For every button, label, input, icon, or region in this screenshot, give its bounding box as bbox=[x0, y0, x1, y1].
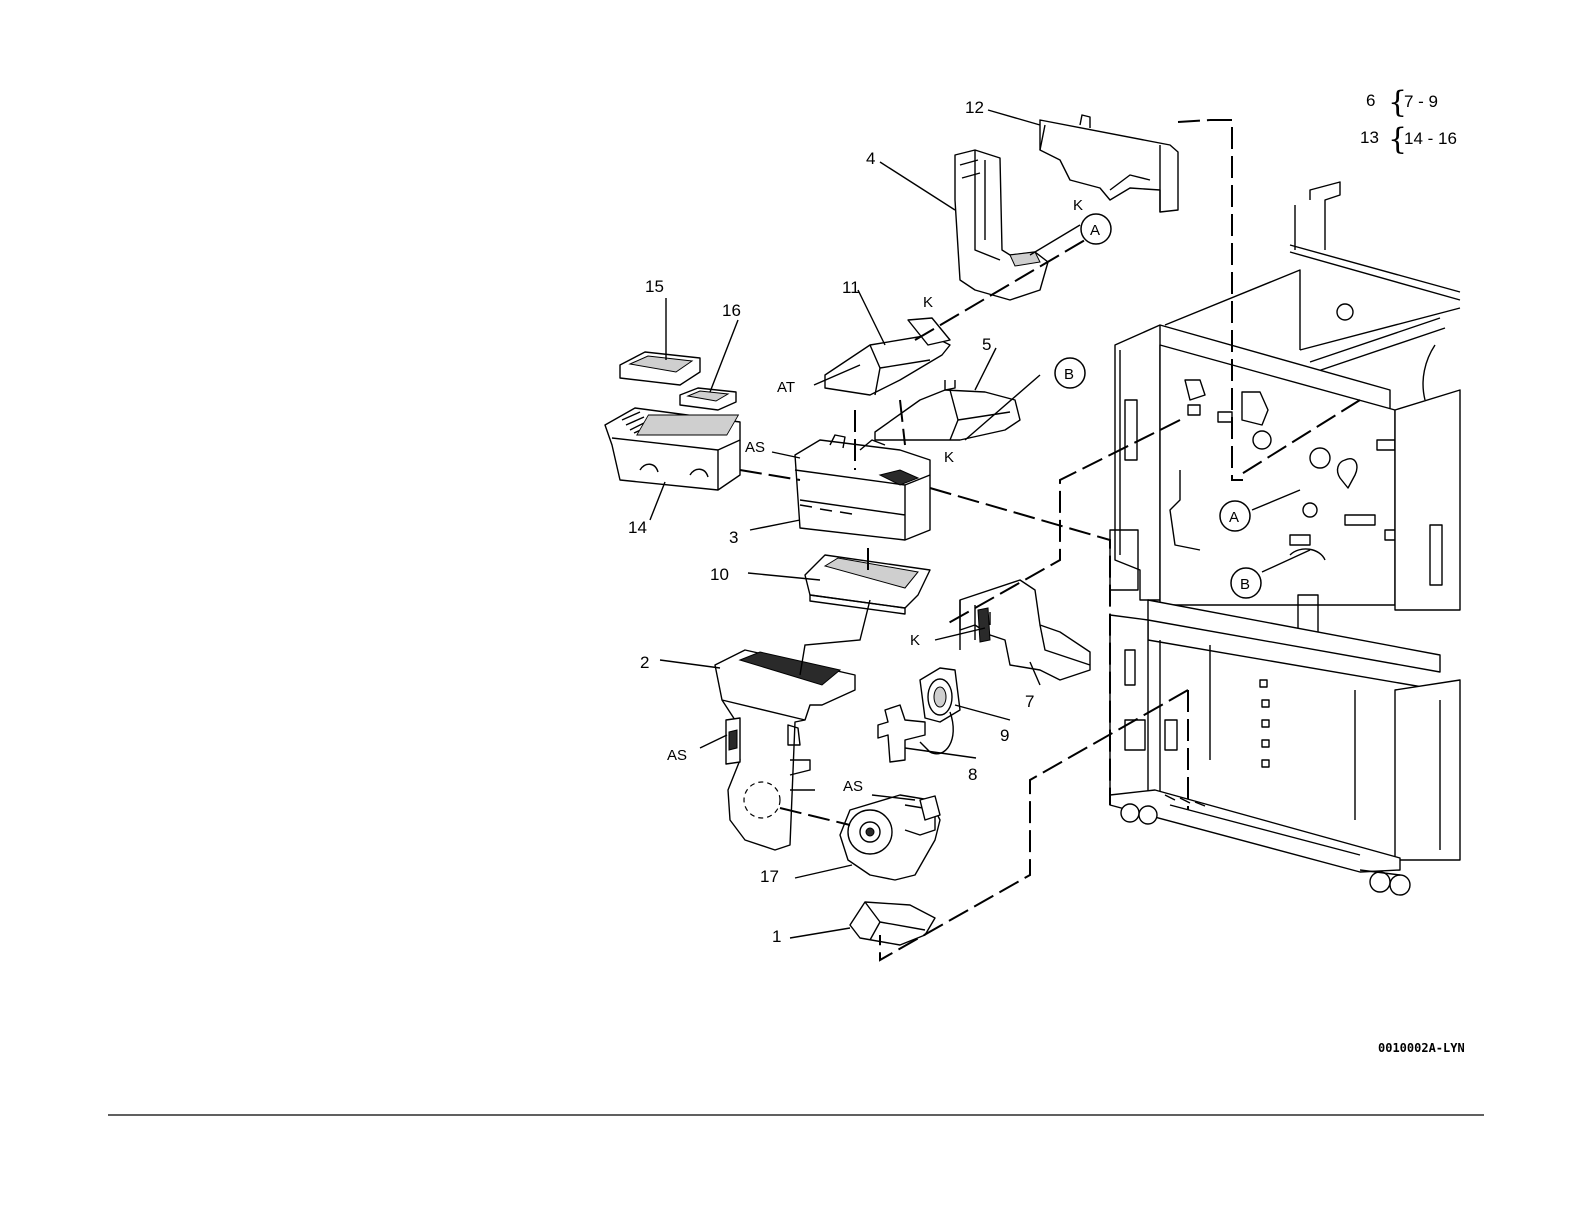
part-16-filter bbox=[680, 388, 736, 410]
callout-1: 1 bbox=[772, 927, 781, 946]
ref-b-top: B bbox=[1055, 358, 1085, 388]
marker-k-chute-5: K bbox=[944, 449, 954, 466]
part-5-chute bbox=[875, 380, 1020, 440]
callout-9: 9 bbox=[1000, 726, 1009, 745]
svg-text:A: A bbox=[1229, 509, 1239, 526]
kit-legend: 6 { 7 - 9 13 { 14 - 16 bbox=[1360, 85, 1457, 157]
legend-parent-13: 13 bbox=[1360, 128, 1379, 147]
legend-range-7-9: 7 - 9 bbox=[1404, 92, 1438, 111]
part-8-bracket bbox=[878, 705, 925, 762]
marker-k-chute-11: K bbox=[923, 294, 933, 311]
part-12-top-duct bbox=[1040, 115, 1178, 212]
part-1-bracket bbox=[850, 902, 935, 945]
callout-15: 15 bbox=[645, 277, 664, 296]
machine-frame bbox=[1110, 182, 1460, 895]
callout-5: 5 bbox=[982, 335, 991, 354]
legend-parent-6: 6 bbox=[1366, 91, 1375, 110]
part-17-blower bbox=[840, 795, 940, 880]
ref-b-frame: B bbox=[1231, 568, 1261, 598]
callout-2: 2 bbox=[640, 653, 649, 672]
part-4-vertical-duct bbox=[955, 150, 1048, 300]
part-3-housing bbox=[795, 435, 930, 540]
part-14-filter-housing bbox=[605, 408, 740, 490]
marker-as-housing: AS bbox=[745, 439, 765, 456]
callout-11: 11 bbox=[842, 278, 860, 297]
callout-10: 10 bbox=[710, 565, 729, 584]
figure-code: 0010002A-LYN bbox=[1378, 1041, 1465, 1055]
svg-text:B: B bbox=[1064, 366, 1074, 383]
svg-text:B: B bbox=[1240, 576, 1250, 593]
marker-as-clip: AS bbox=[667, 747, 687, 764]
svg-text:A: A bbox=[1090, 222, 1100, 239]
marker-at: AT bbox=[777, 379, 795, 396]
ref-a-top: A bbox=[1081, 214, 1111, 244]
part-9-fan bbox=[920, 668, 960, 754]
marker-as-blower: AS bbox=[843, 778, 863, 795]
marker-k-duct-7: K bbox=[910, 632, 920, 649]
ref-a-frame: A bbox=[1220, 501, 1250, 531]
callout-7: 7 bbox=[1025, 692, 1034, 711]
clip-as-part-2 bbox=[726, 718, 740, 764]
marker-k-top: K bbox=[1073, 197, 1083, 214]
callout-14: 14 bbox=[628, 518, 647, 537]
callout-12: 12 bbox=[965, 98, 984, 117]
part-15-filter bbox=[620, 352, 700, 385]
legend-range-14-16: 14 - 16 bbox=[1404, 129, 1457, 148]
callout-4: 4 bbox=[866, 149, 875, 168]
callout-16: 16 bbox=[722, 301, 741, 320]
callout-3: 3 bbox=[729, 528, 738, 547]
callout-17: 17 bbox=[760, 867, 779, 886]
callout-8: 8 bbox=[968, 765, 977, 784]
